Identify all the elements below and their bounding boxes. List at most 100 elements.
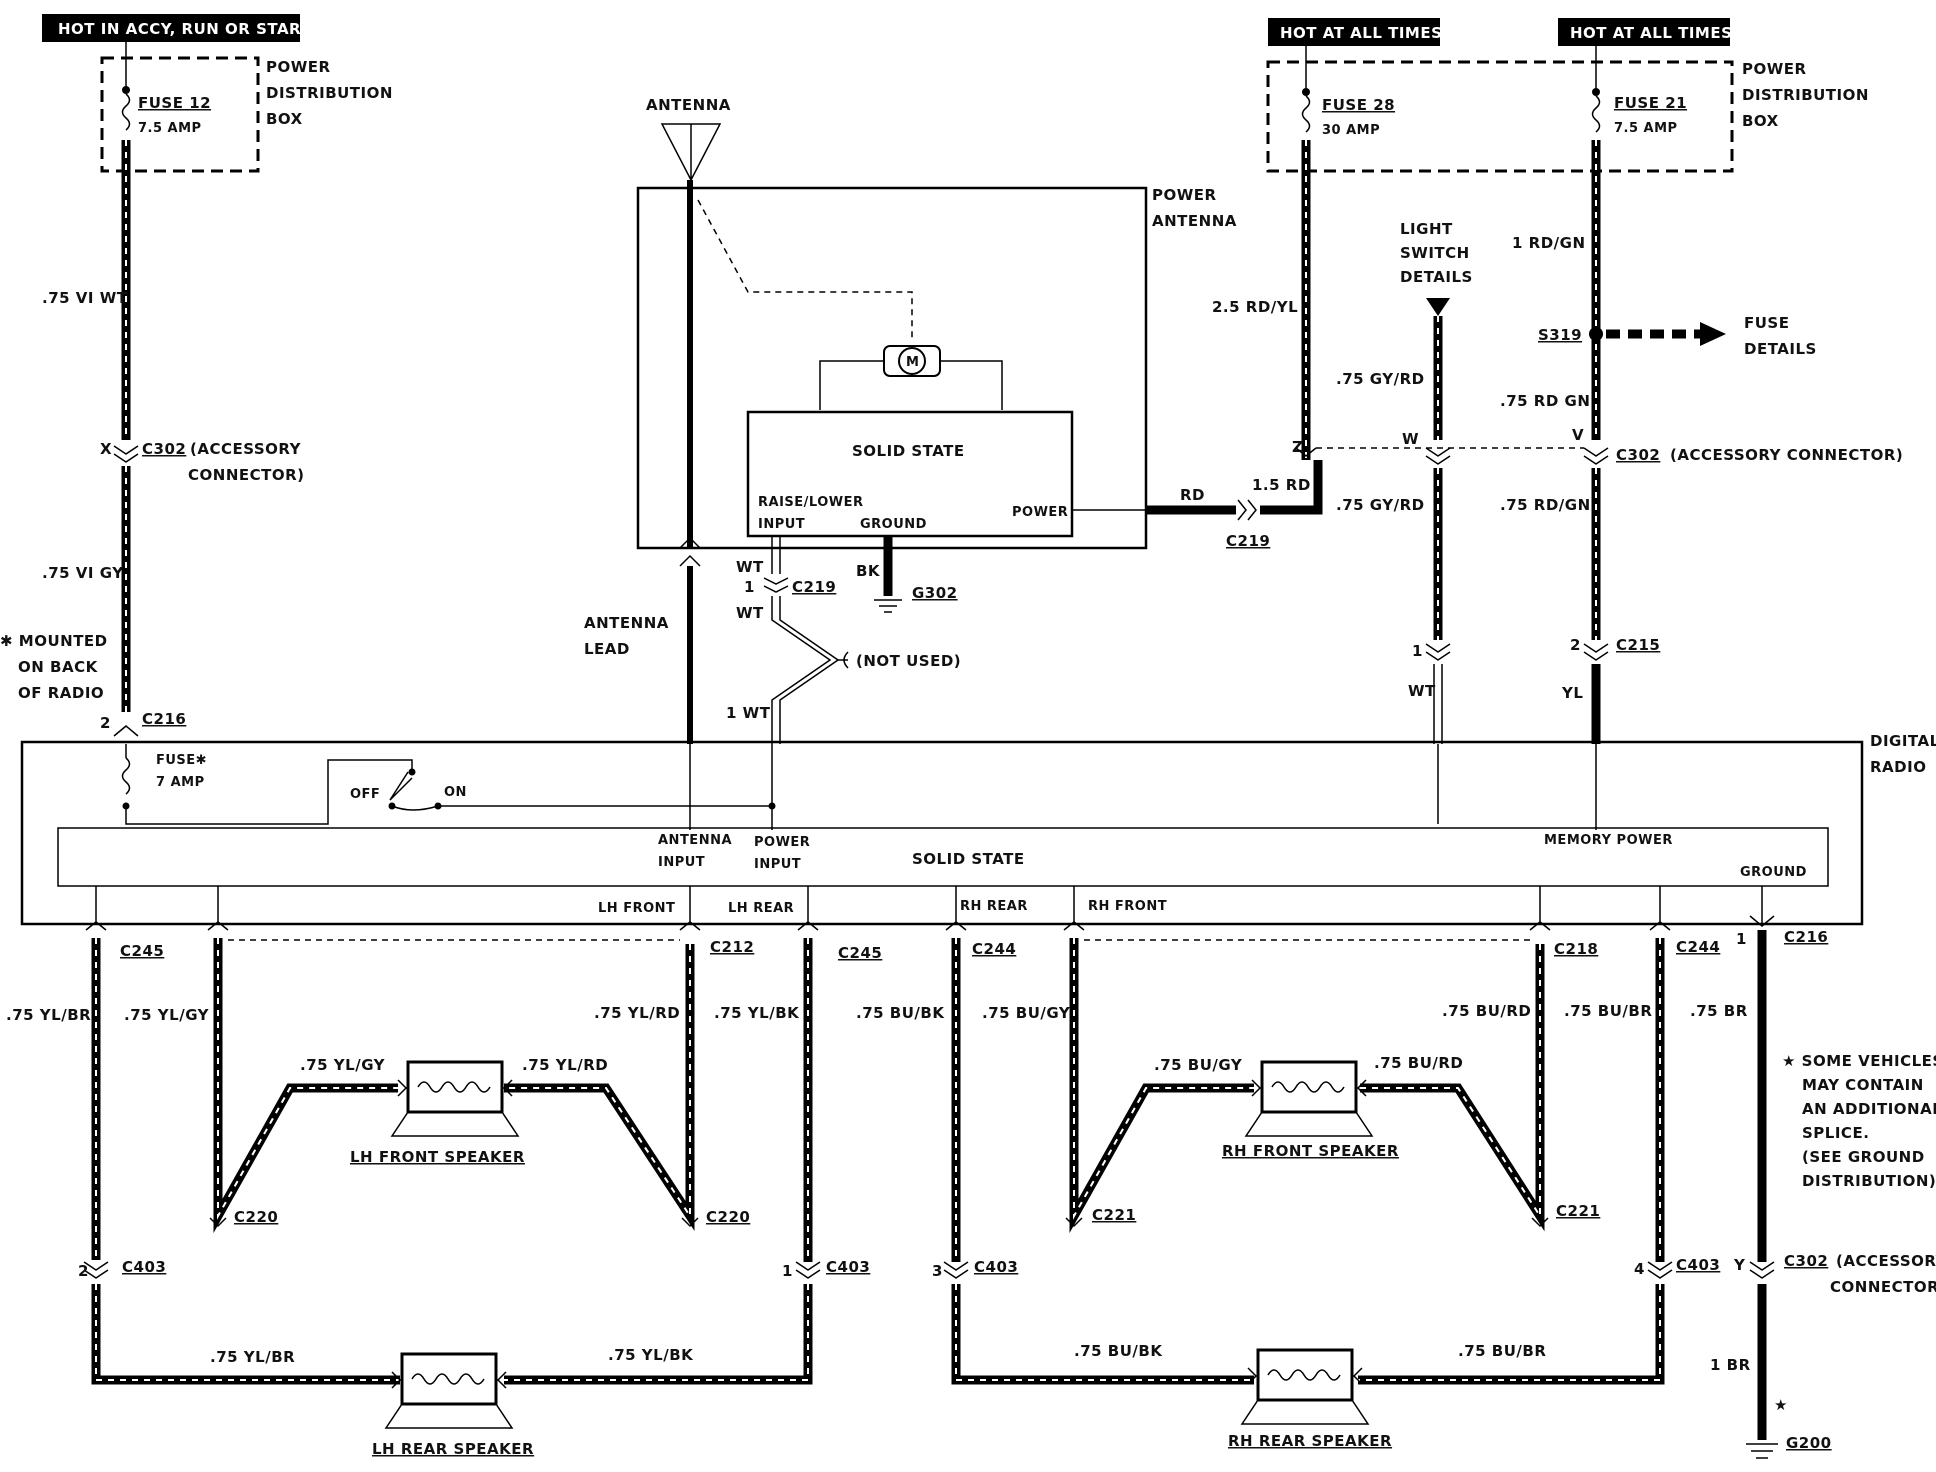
wire-label-bu-bk-a: .75 BU/BK [856, 1004, 945, 1022]
wire-label-rd-gn-a: .75 RD GN [1500, 392, 1590, 410]
mounted-note: ON BACK [18, 658, 99, 676]
speaker-connectors-lh [85, 921, 819, 931]
antenna-label: ANTENNA [646, 96, 731, 114]
c403-c-label: C403 [974, 1258, 1018, 1276]
connector-c216-bottom [1749, 915, 1775, 927]
note-line: AN ADDITIONAL [1802, 1100, 1936, 1118]
pin-v: V [1572, 426, 1584, 444]
pdb-left-box [100, 56, 260, 173]
switch-off-label: OFF [350, 787, 380, 802]
radio-ground-label: GROUND [1740, 865, 1807, 880]
pdb-right-label: BOX [1742, 112, 1779, 130]
s319-label: S319 [1538, 326, 1582, 344]
ground-label: GROUND [860, 517, 927, 532]
wire-label-vi-wt: .75 VI WT [42, 289, 128, 307]
radio-solid-state-box [57, 827, 1829, 887]
c219-b-label: C219 [1226, 532, 1270, 550]
wire-label-bu-gy-b: .75 BU/GY [1154, 1056, 1243, 1074]
fuse-details-label: FUSE [1744, 314, 1789, 332]
wire-label-bu-br-b: .75 BU/BR [1458, 1342, 1546, 1360]
ground-g302-icon [874, 599, 902, 613]
antenna-mast-arrow [679, 536, 701, 549]
lh-rear-speaker-label: LH REAR SPEAKER [372, 1440, 534, 1458]
wire-bu-gy [1069, 938, 1254, 1234]
fuse-21-label: FUSE 21 [1614, 94, 1687, 112]
pdb-right-label: POWER [1742, 60, 1807, 78]
lh-front-speaker-label: LH FRONT SPEAKER [350, 1148, 525, 1166]
c221-b-label: C221 [1556, 1202, 1600, 1220]
pin-z: Z [1292, 438, 1303, 456]
wire-label-gy-rd-b: .75 GY/RD [1336, 496, 1425, 514]
pin-x: X [100, 440, 112, 458]
wire-label-yl-bk-a: .75 YL/BK [714, 1004, 800, 1022]
memory-power-label: MEMORY POWER [1544, 833, 1673, 848]
c302-right-desc: (ACCESSORY CONNECTOR) [1670, 446, 1903, 464]
rh-rear-speaker-icon [1240, 1348, 1370, 1425]
fuse-12-icon [121, 93, 131, 131]
wire-label-br-75: .75 BR [1690, 1002, 1748, 1020]
pin-2-c215: 2 [1570, 636, 1581, 654]
header-all-times-1-bg [1268, 18, 1440, 46]
c302-right-label: C302 [1616, 446, 1660, 464]
antenna-mechanical-link [697, 199, 913, 340]
pin-4-c403: 4 [1634, 1260, 1645, 1278]
pdb-right-label: DISTRIBUTION [1742, 86, 1869, 104]
switch-on-label: ON [444, 785, 467, 800]
c302-left-desc: CONNECTOR) [188, 466, 305, 484]
antenna-input-label: INPUT [658, 855, 705, 870]
note-line: SPLICE. [1802, 1124, 1869, 1142]
header-all-times-1: HOT AT ALL TIMES [1280, 24, 1442, 42]
light-switch-label: SWITCH [1400, 244, 1470, 262]
wire-yl-rd [504, 944, 695, 1232]
c244-a-label: C244 [972, 940, 1016, 958]
wire-wt-light [1433, 664, 1443, 744]
fuse-21-icon [1591, 95, 1601, 133]
pdb-left-label: POWER [266, 58, 331, 76]
wire-label-vi-gy: .75 VI GY [42, 564, 124, 582]
digital-radio-box [20, 740, 1864, 926]
power-input-label: POWER [754, 835, 810, 850]
c302-left-label: C302 [142, 440, 186, 458]
c219-a-label: C219 [792, 578, 836, 596]
header-all-times-2: HOT AT ALL TIMES [1570, 24, 1732, 42]
wire-label-rd-gn-b: .75 RD/GN [1500, 496, 1591, 514]
antenna-icon [660, 123, 722, 182]
pin-3-c403: 3 [932, 1262, 943, 1280]
lh-rear-label: LH REAR [728, 901, 794, 916]
light-switch-label: DETAILS [1400, 268, 1473, 286]
fuse-details-label: DETAILS [1744, 340, 1817, 358]
fuse-28-label: FUSE 28 [1322, 96, 1395, 114]
wire-label-bk: BK [856, 562, 881, 580]
wire-1-5-rd [1260, 460, 1323, 515]
power-antenna-label: POWER [1152, 186, 1217, 204]
fuse-21-amp: 7.5 AMP [1614, 121, 1678, 136]
pin-2-c216: 2 [100, 714, 111, 732]
raise-lower-label: RAISE/LOWER [758, 495, 864, 510]
radio-fuse-label: FUSE✱ [156, 753, 207, 768]
antenna-solid-state-label: SOLID STATE [852, 442, 965, 460]
wire-label-bu-bk-b: .75 BU/BK [1074, 1342, 1163, 1360]
fuse-12-label: FUSE 12 [138, 94, 211, 112]
wire-label-1-wt: 1 WT [726, 704, 771, 722]
wire-label-gy-rd-a: .75 GY/RD [1336, 370, 1425, 388]
wire-label-bu-br-a: .75 BU/BR [1564, 1002, 1652, 1020]
wire-label-yl-gy-a: .75 YL/GY [124, 1006, 210, 1024]
wire-label-wt-c: WT [1408, 682, 1436, 700]
fuse-28-icon [1301, 95, 1311, 133]
pin-2-c403: 2 [78, 1262, 89, 1280]
pdb-left-label: BOX [266, 110, 303, 128]
c245-a-label: C245 [120, 942, 164, 960]
not-used-label: (NOT USED) [856, 652, 961, 670]
connector-c302-y [1749, 1261, 1775, 1279]
connector-c302-left [113, 445, 139, 463]
c221-a-label: C221 [1092, 1206, 1136, 1224]
note-line: MAY CONTAIN [1802, 1076, 1924, 1094]
rh-front-label: RH FRONT [1088, 899, 1167, 914]
wire-label-yl-gy-b: .75 YL/GY [300, 1056, 386, 1074]
header-accy: HOT IN ACCY, RUN OR START [58, 20, 311, 38]
wire-bu-rd [1360, 944, 1545, 1232]
pin-1-c215: 1 [1412, 642, 1423, 660]
wire-label-yl-rd-a: .75 YL/RD [594, 1004, 680, 1022]
radio-fuse-icon [121, 757, 131, 795]
wire-label-rd-yl: 2.5 RD/YL [1212, 298, 1298, 316]
